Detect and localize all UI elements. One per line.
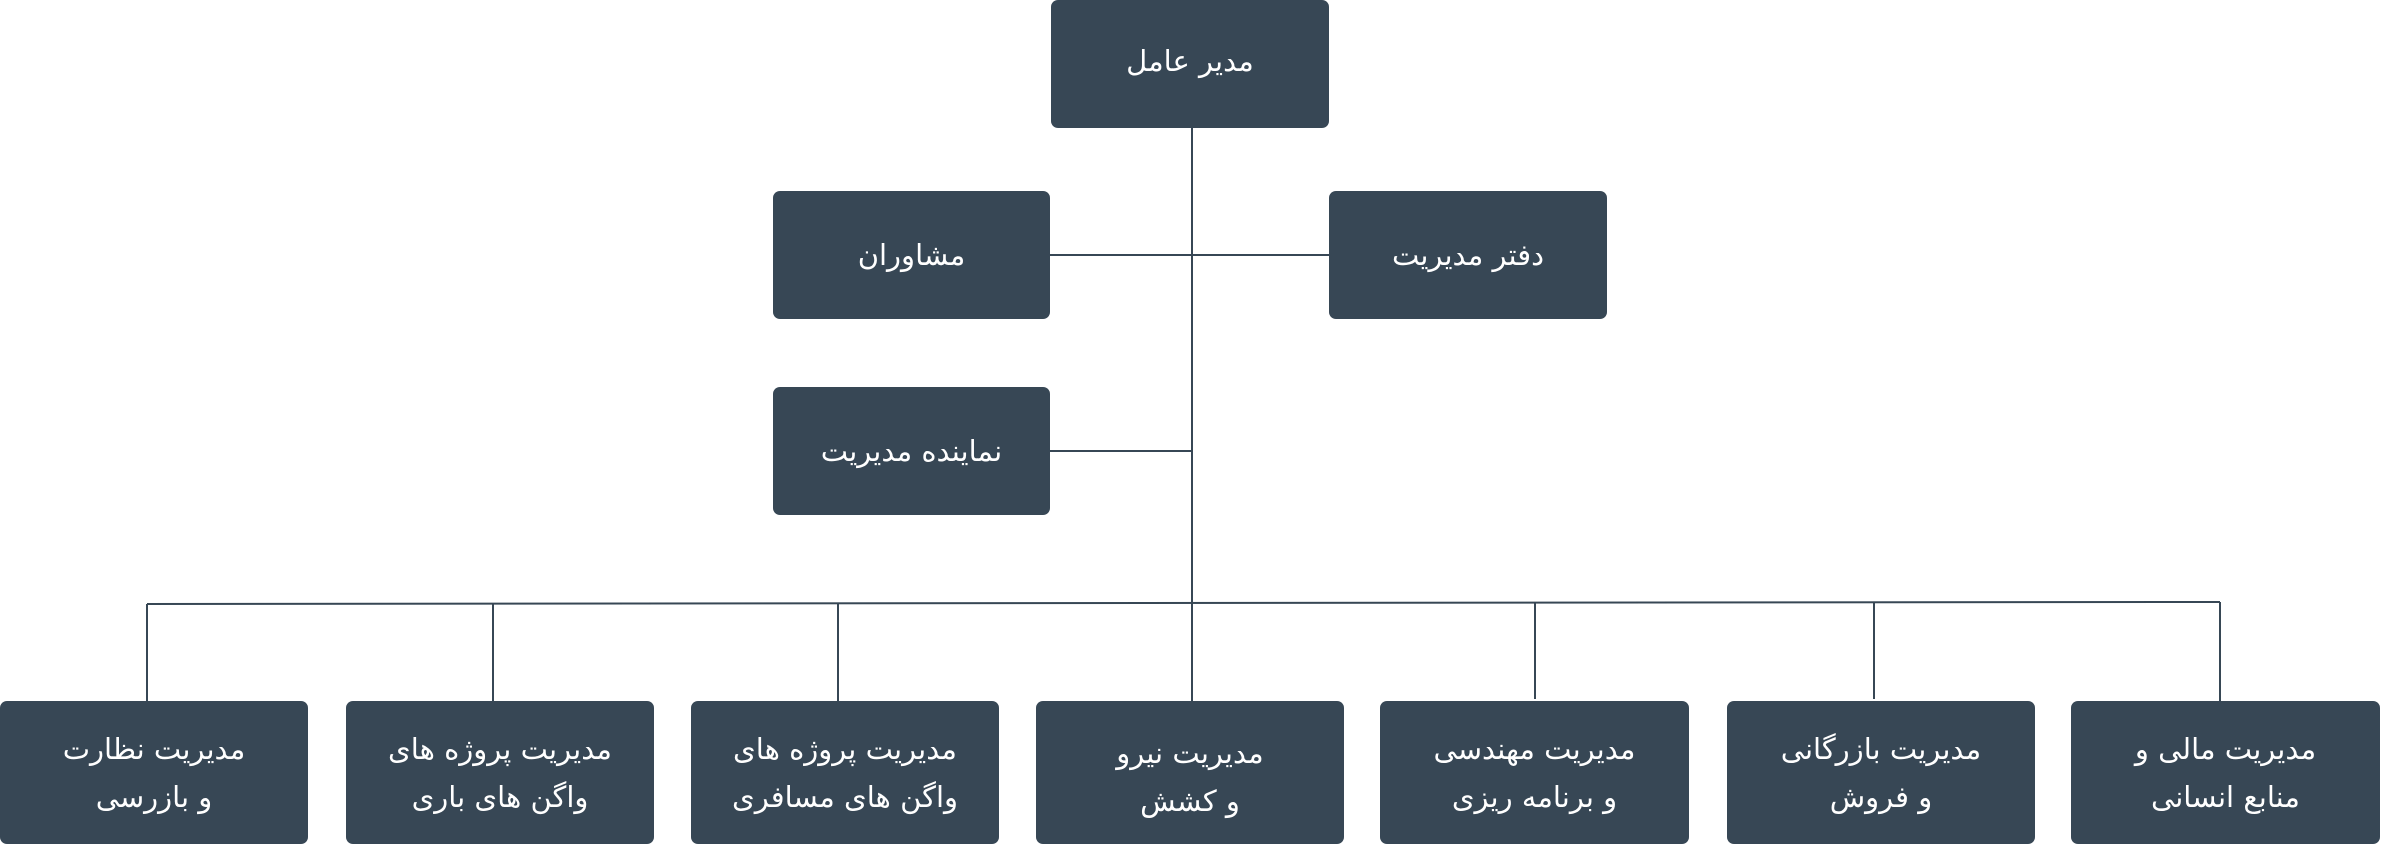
node-label: دفتر مدیریت — [1391, 238, 1545, 272]
node-label-line2: واگن های مسافری — [732, 779, 959, 814]
node-label-line1: مدیریت بازرگانی — [1780, 731, 1982, 766]
node-label-line2: و برنامه ریزی — [1451, 779, 1618, 814]
node-management-representative[interactable]: نماینده مدیریت — [773, 387, 1050, 515]
node-management-office[interactable]: دفتر مدیریت — [1329, 191, 1607, 319]
node-label-line2: منابع انسانی — [2151, 779, 2300, 814]
node-label-line2: و فروش — [1829, 779, 1933, 814]
node-label-line2: و کشش — [1140, 783, 1240, 818]
node-label: مدیر عامل — [1126, 44, 1254, 78]
node-engineering-planning[interactable]: مدیریت مهندسی و برنامه ریزی — [1380, 701, 1689, 844]
node-supervision-inspection[interactable]: مدیریت نظارت و بازرسی — [0, 701, 308, 844]
node-label-line1: مدیریت نیرو — [1116, 735, 1264, 770]
node-freight-wagon-projects[interactable]: مدیریت پروژه های واگن های باری — [346, 701, 654, 844]
node-label-line1: مدیریت مهندسی — [1433, 731, 1636, 766]
node-advisors[interactable]: مشاوران — [773, 191, 1050, 319]
node-label-line2: و بازرسی — [95, 779, 213, 814]
node-commerce-sales[interactable]: مدیریت بازرگانی و فروش — [1727, 701, 2035, 844]
node-power-traction[interactable]: مدیریت نیرو و کشش — [1036, 701, 1344, 844]
departments-bus-line — [146, 601, 2221, 605]
node-passenger-wagon-projects[interactable]: مدیریت پروژه های واگن های مسافری — [691, 701, 999, 844]
node-finance-hr[interactable]: مدیریت مالی و منابع انسانی — [2071, 701, 2380, 844]
node-label-line1: مدیریت پروژه های — [388, 731, 612, 766]
node-label-line1: مدیریت مالی و — [2134, 731, 2317, 766]
node-label-line1: مدیریت پروژه های — [733, 731, 957, 766]
node-label-line1: مدیریت نظارت — [62, 731, 246, 766]
node-ceo[interactable]: مدیر عامل — [1051, 0, 1329, 128]
node-label: نماینده مدیریت — [820, 434, 1003, 468]
node-label: مشاوران — [857, 238, 966, 272]
node-label-line2: واگن های باری — [411, 779, 589, 814]
